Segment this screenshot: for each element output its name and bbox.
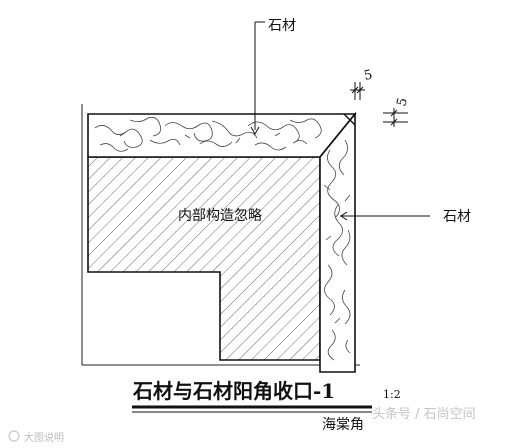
- drawing-signature: 海棠角: [322, 417, 364, 433]
- substrate-hatched-block: [87, 156, 321, 361]
- leader-top-stone: [250, 21, 265, 136]
- dimension-b: [383, 108, 408, 127]
- watermark-bottom-left: 大图说明: [8, 430, 64, 444]
- dimension-b-value: 5: [394, 96, 411, 108]
- stone-slab-right: [319, 111, 356, 373]
- drawing-scale: 1:2: [383, 388, 401, 401]
- break-lines: [81, 104, 360, 366]
- stone-slab-top: [87, 113, 357, 158]
- dimension-a-value: 5: [363, 68, 374, 84]
- dimension-a: [350, 82, 365, 100]
- leader-right-stone: [340, 211, 430, 221]
- mitre-corner-detail: [319, 113, 356, 158]
- label-stone-top: 石材: [268, 18, 296, 34]
- label-interior-construction: 内部构造忽略: [178, 208, 262, 224]
- drawing-title: 石材与石材阳角收口-1: [132, 379, 335, 403]
- svg-text:大图说明: 大图说明: [24, 431, 64, 444]
- watermark-bottom-right: 头条号 / 石尚空间: [372, 406, 476, 422]
- label-stone-right: 石材: [443, 209, 471, 225]
